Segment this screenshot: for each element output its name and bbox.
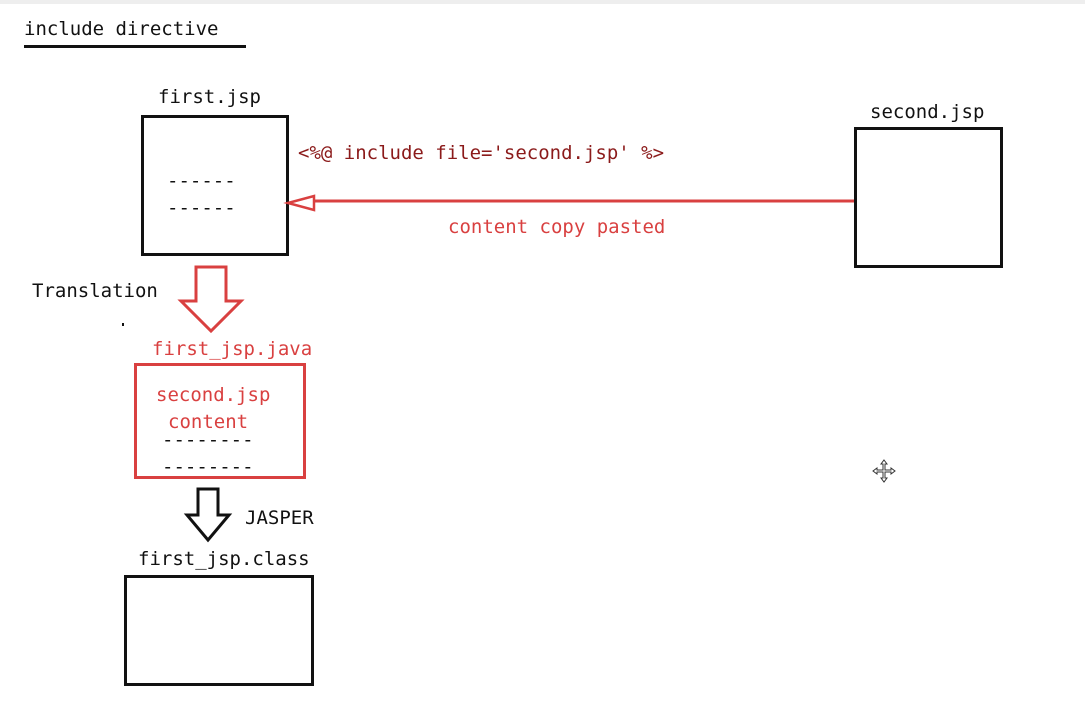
first-jsp-label: first.jsp: [158, 86, 261, 108]
copy-arrow: [283, 194, 854, 212]
java-dash-line-1: --------: [162, 429, 254, 451]
diagram-title: include directive: [24, 18, 219, 40]
second-jsp-box: [854, 127, 1003, 268]
java-content-line-1: second.jsp: [156, 384, 271, 406]
first-jsp-line-2: ------: [167, 197, 236, 219]
java-content-line-2: content: [168, 411, 249, 433]
second-jsp-label: second.jsp: [870, 101, 985, 123]
title-underline: [24, 45, 246, 48]
first-jsp-java-box: [134, 363, 306, 479]
first-jsp-box: [141, 115, 289, 256]
first-jsp-class-box: [124, 575, 314, 686]
stray-dot: [122, 323, 124, 326]
jasper-down-arrow: [183, 487, 233, 543]
java-dash-line-2: --------: [162, 456, 254, 478]
copy-arrow-head: [283, 194, 316, 212]
first-jsp-line-1: ------: [167, 170, 236, 192]
jasper-label: JASPER: [245, 507, 314, 529]
first-jsp-class-label: first_jsp.class: [138, 548, 310, 570]
first-jsp-java-label: first_jsp.java: [152, 338, 313, 360]
content-copy-note: content copy pasted: [448, 216, 666, 238]
move-cursor-icon: [872, 459, 896, 483]
translation-down-arrow: [177, 265, 245, 334]
translation-label: Translation: [32, 280, 158, 302]
include-directive-text: <%@ include file='second.jsp' %>: [298, 142, 665, 164]
top-border: [0, 0, 1085, 4]
